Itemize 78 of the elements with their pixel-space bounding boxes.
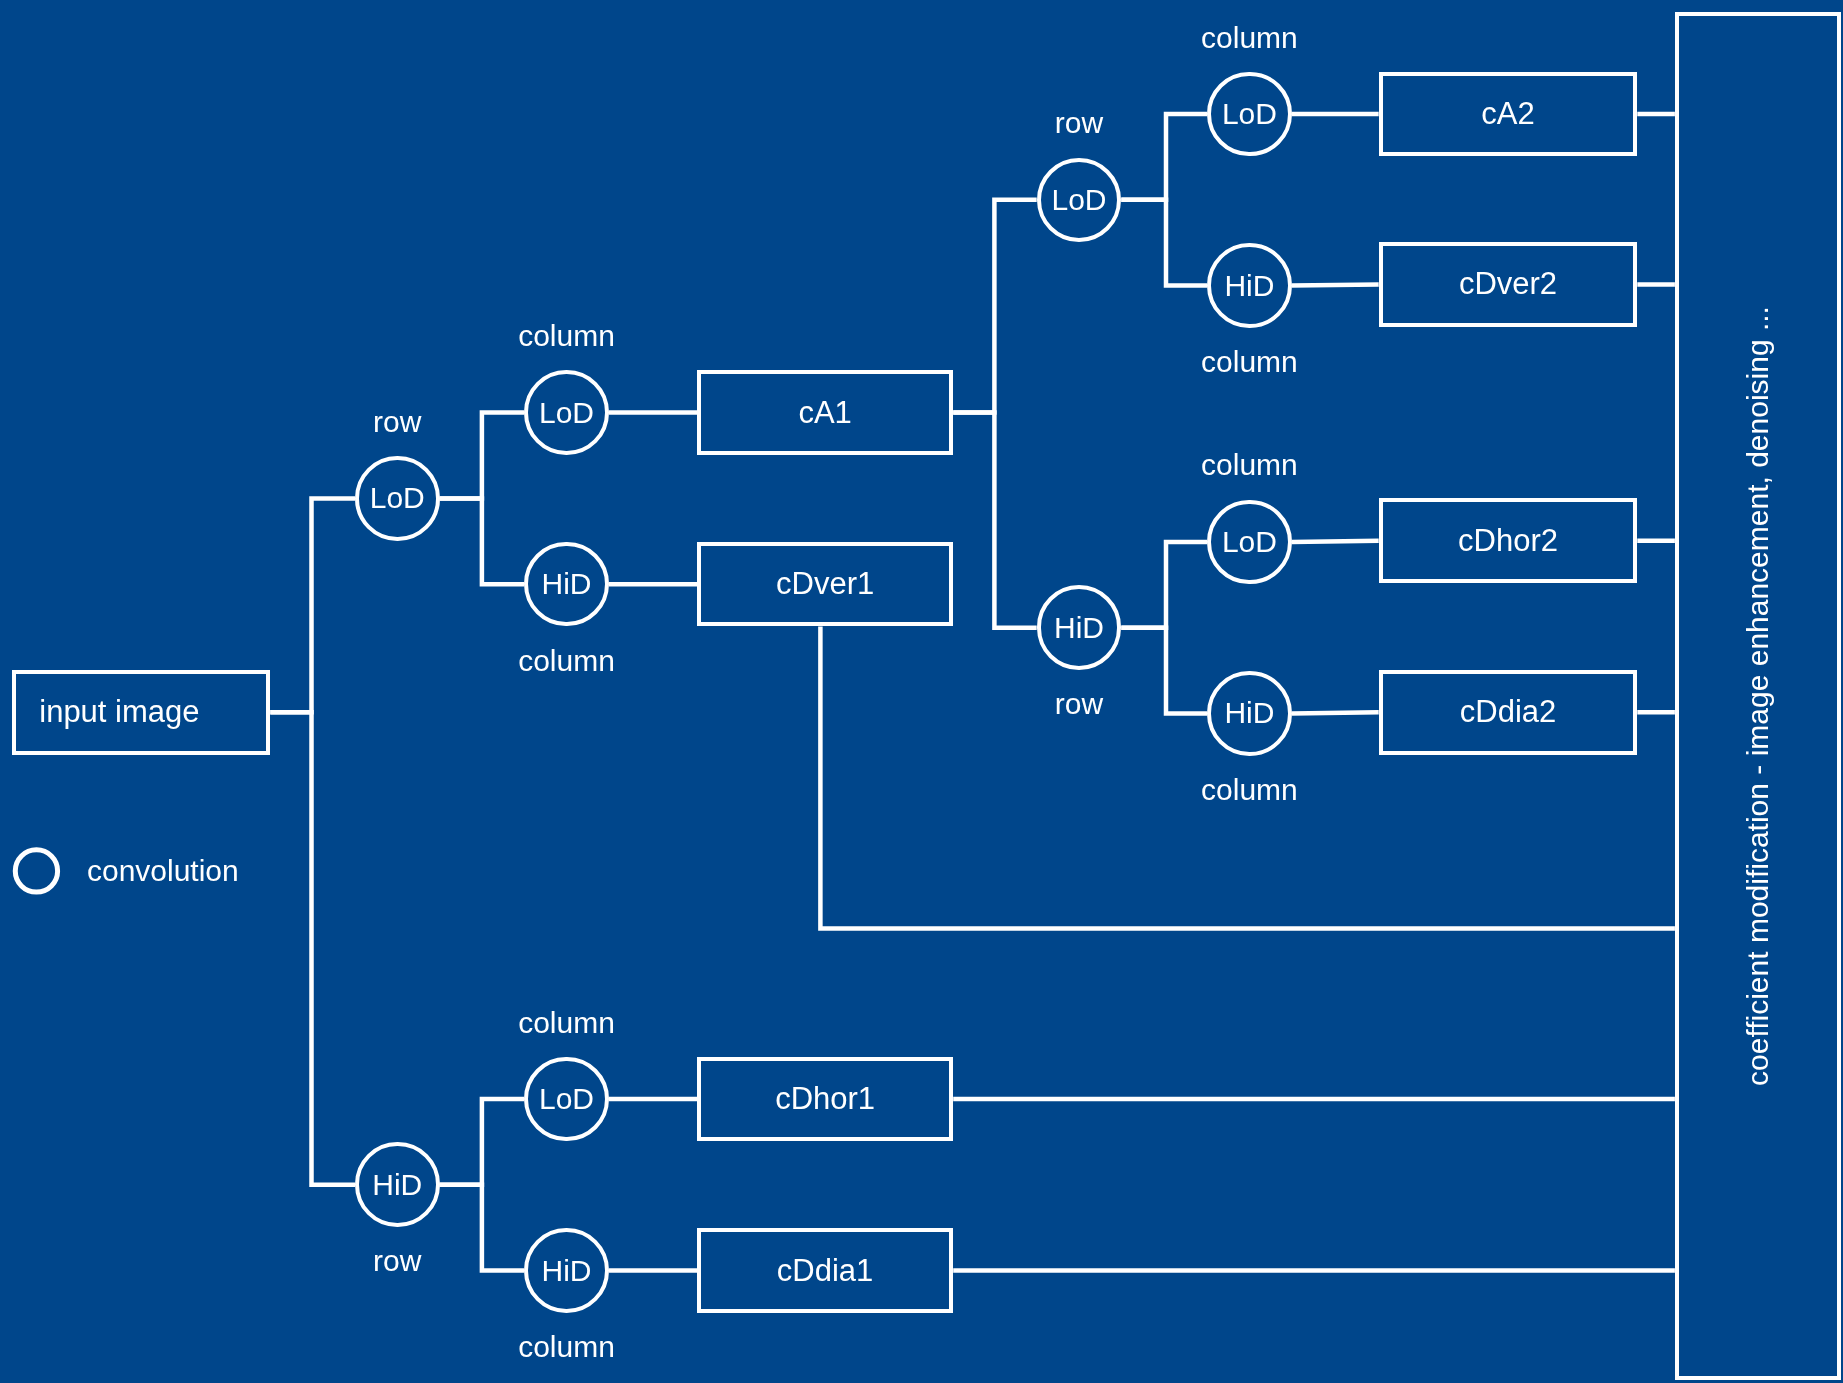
connector-line xyxy=(270,710,355,1188)
convolution-circle xyxy=(1207,671,1292,756)
process-box xyxy=(697,370,954,455)
convolution-circle xyxy=(1036,585,1122,670)
filter-label: LoD xyxy=(369,481,425,516)
filter-label: LoD xyxy=(1221,524,1277,559)
convolution-circle xyxy=(524,1056,609,1142)
connector-line xyxy=(1637,111,1675,117)
connector-line xyxy=(1291,538,1379,545)
connector-line xyxy=(1637,282,1675,287)
filter-label: HiD xyxy=(1224,268,1275,303)
connector-line xyxy=(1121,625,1208,716)
direction-label: row xyxy=(373,404,422,439)
filter-label: LoD xyxy=(539,395,595,430)
box-label: cDdia1 xyxy=(776,1252,874,1289)
connector-line xyxy=(1291,710,1379,716)
box-label: cDdia2 xyxy=(1459,694,1557,731)
box-label: cDver2 xyxy=(1458,266,1558,303)
box-label: input image xyxy=(39,694,200,731)
filter-label: HiD xyxy=(541,567,592,602)
process-box xyxy=(697,1056,954,1142)
filter-label: HiD xyxy=(1224,696,1275,731)
convolution-circle xyxy=(354,456,440,541)
direction-label: row xyxy=(373,1244,422,1279)
legend-label: convolution xyxy=(86,853,239,888)
filter-label: HiD xyxy=(372,1167,423,1202)
connector-line xyxy=(1121,197,1208,288)
convolution-circle xyxy=(1207,499,1292,585)
direction-label: column xyxy=(1201,772,1298,807)
direction-label: column xyxy=(518,319,615,354)
direction-label: column xyxy=(518,1005,615,1040)
connector-line xyxy=(608,581,697,587)
panel-label: coefficient modification - image enhancement, denoising ... xyxy=(1740,305,1775,1086)
filter-label: LoD xyxy=(1051,182,1107,217)
box-label: cA2 xyxy=(1481,96,1535,132)
filter-label: LoD xyxy=(1221,97,1277,131)
direction-label: column xyxy=(518,643,615,678)
coefficient-panel xyxy=(1674,11,1841,1380)
filter-label: HiD xyxy=(1054,610,1104,645)
direction-label: row xyxy=(1054,106,1104,141)
filter-label: LoD xyxy=(539,1081,595,1116)
direction-label: column xyxy=(1201,345,1298,379)
connector-line xyxy=(953,410,1037,630)
connector-line xyxy=(953,1268,1675,1273)
connector-line xyxy=(953,1096,1675,1102)
process-box xyxy=(1378,242,1638,327)
process-box xyxy=(1378,498,1638,583)
box-label: cDhor2 xyxy=(1458,522,1558,559)
connector-line xyxy=(608,1268,697,1273)
convolution-circle xyxy=(524,541,609,627)
connector-line xyxy=(439,1182,525,1273)
convolution-circle xyxy=(354,1142,440,1228)
connector-line xyxy=(1637,710,1675,715)
direction-label: column xyxy=(1201,448,1298,483)
filter-label: HiD xyxy=(541,1253,592,1288)
process-box xyxy=(697,541,954,627)
connector-line xyxy=(608,410,697,415)
connector-line xyxy=(608,1096,697,1102)
direction-label: row xyxy=(1054,687,1104,722)
process-box xyxy=(1378,669,1638,755)
connector-line xyxy=(1291,282,1379,288)
process-box xyxy=(11,669,271,755)
connector-line xyxy=(1637,538,1675,543)
box-label: cDver1 xyxy=(776,566,875,603)
box-label: cA1 xyxy=(798,394,852,431)
process-box xyxy=(697,1228,954,1313)
direction-label: column xyxy=(1201,20,1298,55)
process-box xyxy=(1378,71,1638,157)
box-label: cDhor1 xyxy=(775,1080,876,1117)
convolution-circle xyxy=(1207,243,1292,328)
convolution-circle xyxy=(1036,157,1122,243)
direction-label: column xyxy=(518,1330,615,1364)
convolution-circle xyxy=(524,1228,609,1313)
connector-line xyxy=(439,496,525,587)
connector-line xyxy=(1291,111,1379,117)
connector-line xyxy=(818,626,1675,931)
convolution-circle xyxy=(1207,71,1292,157)
convolution-circle xyxy=(524,370,609,455)
